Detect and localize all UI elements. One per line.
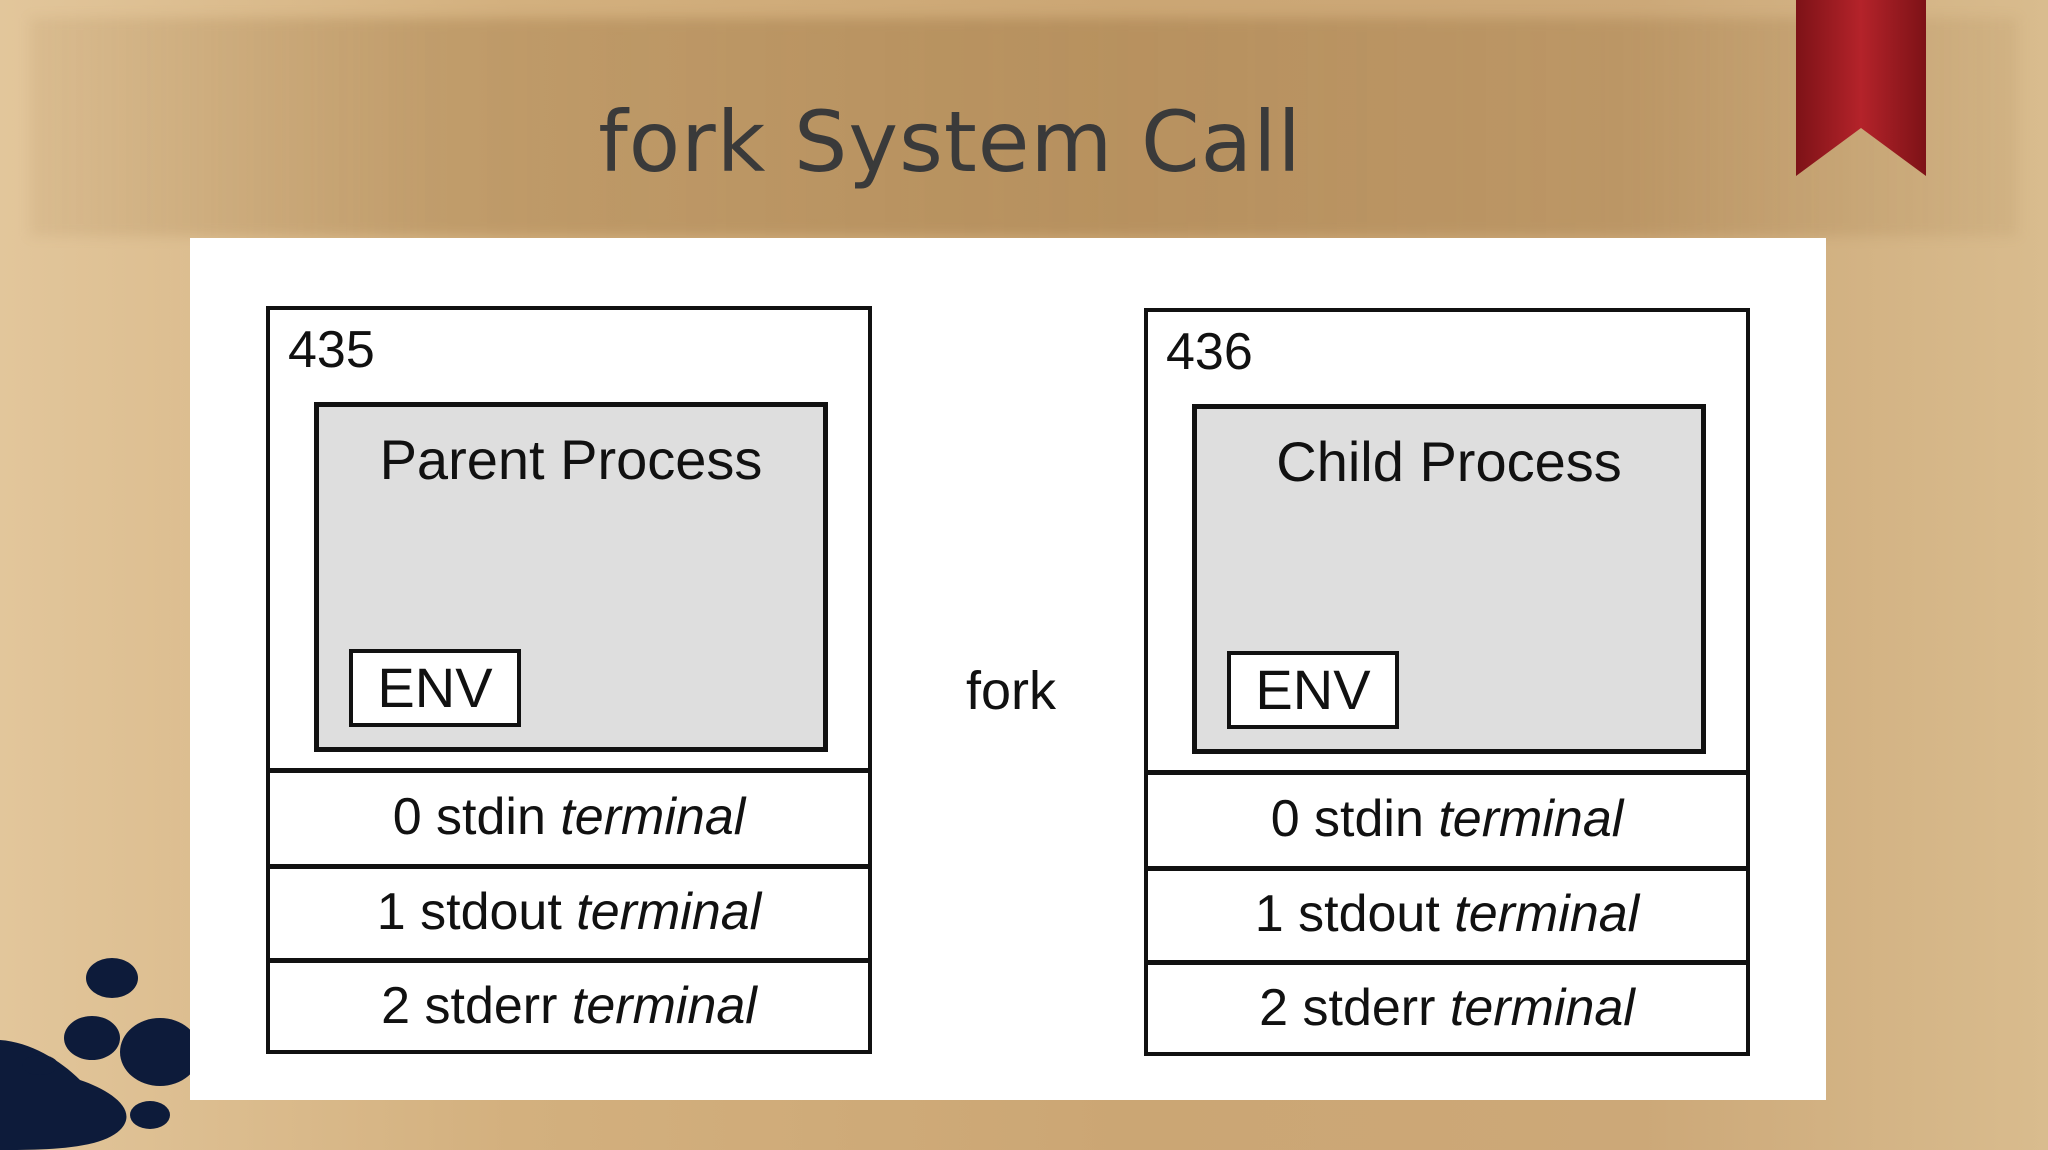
fd-name: 2 stderr (381, 977, 558, 1035)
child-fd-row-1: 1 stdout terminal (1148, 866, 1746, 960)
fd-target: terminal (1449, 979, 1635, 1037)
parent-fd-row-2: 2 stderr terminal (270, 958, 868, 1050)
ink-splash-decoration (0, 958, 200, 1150)
fd-target: terminal (576, 883, 762, 941)
slide-title: fork System Call (598, 93, 1302, 191)
fork-label: fork (966, 661, 1057, 721)
fd-name: 2 stderr (1259, 979, 1436, 1037)
fd-name: 0 stdin (1270, 790, 1424, 848)
parent-env-box: ENV (349, 649, 521, 727)
fd-name: 0 stdin (392, 788, 546, 846)
bookmark-ribbon-icon (1796, 0, 1926, 176)
title-band (30, 18, 2018, 236)
diagram-panel: 435 Parent Process ENV 0 stdin terminal … (190, 238, 1826, 1100)
fd-name: 1 stdout (376, 883, 562, 941)
child-fd-row-0: 0 stdin terminal (1148, 770, 1746, 866)
parent-process-label: Parent Process (379, 428, 763, 491)
child-env-box: ENV (1227, 651, 1399, 729)
fd-target: terminal (560, 788, 746, 846)
fd-target: terminal (571, 977, 757, 1035)
child-pid: 436 (1166, 323, 1253, 381)
fd-name: 1 stdout (1254, 885, 1440, 943)
parent-process-memory: Parent Process ENV (314, 402, 828, 752)
child-fd-row-2: 2 stderr terminal (1148, 960, 1746, 1052)
parent-fd-row-0: 0 stdin terminal (270, 768, 868, 864)
parent-process-box: 435 Parent Process ENV 0 stdin terminal … (266, 306, 872, 1054)
child-process-memory: Child Process ENV (1192, 404, 1706, 754)
parent-fd-row-1: 1 stdout terminal (270, 864, 868, 958)
fd-target: terminal (1438, 790, 1624, 848)
child-process-label: Child Process (1276, 430, 1622, 493)
parent-pid: 435 (288, 321, 375, 379)
fd-target: terminal (1454, 885, 1640, 943)
child-process-box: 436 Child Process ENV 0 stdin terminal 1… (1144, 308, 1750, 1056)
